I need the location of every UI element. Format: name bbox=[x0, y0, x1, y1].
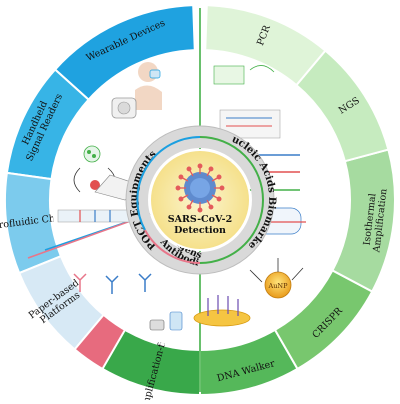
blue-arc bbox=[136, 136, 201, 231]
outer-segment-3 bbox=[17, 254, 105, 351]
handheld-reader-illustration bbox=[111, 97, 137, 119]
inner-ring-border bbox=[125, 125, 275, 275]
outer-segment-9 bbox=[331, 148, 396, 293]
aunp-label: AuNP bbox=[268, 282, 289, 290]
outer-segment-0 bbox=[53, 4, 196, 102]
center-title-line1: SARS-CoV-2 bbox=[168, 214, 232, 225]
outer-segment-8 bbox=[273, 269, 374, 371]
center-title-line2: Detection bbox=[174, 225, 226, 236]
outer-segment-10 bbox=[295, 49, 390, 163]
biosensor-illustration bbox=[149, 311, 183, 331]
pink-arc bbox=[144, 229, 201, 264]
virus-icon bbox=[175, 163, 225, 213]
pcr-illustration bbox=[213, 65, 275, 85]
wearable-device-illustration bbox=[135, 62, 162, 110]
elisa-illustration bbox=[73, 273, 152, 294]
outer-segment-2 bbox=[4, 171, 63, 275]
amplification-free-illustration bbox=[193, 295, 251, 327]
dna-walker-illustration: AuNP bbox=[249, 258, 304, 299]
outer-segment-6 bbox=[101, 328, 201, 397]
outer-segment-11 bbox=[204, 4, 327, 87]
green-arc bbox=[199, 136, 264, 264]
outer-segment-1 bbox=[5, 68, 90, 181]
